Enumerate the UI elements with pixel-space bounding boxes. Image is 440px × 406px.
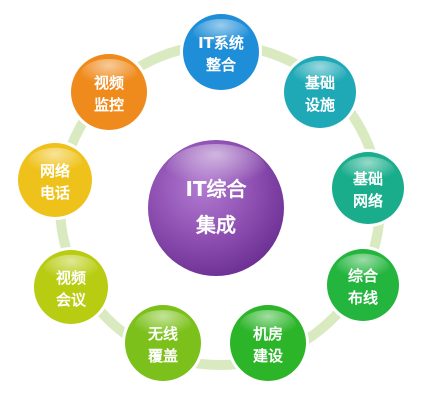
node-label-line1: 视频 (56, 269, 86, 287)
node-shine (341, 156, 395, 187)
node-shine (27, 147, 83, 179)
center-label-line1: IT综合 (185, 177, 247, 201)
node-label-line2: 设施 (305, 96, 335, 114)
node-label-line1: 基础 (304, 74, 335, 92)
node-label-line1: IT系统 (198, 34, 244, 52)
node-label-line2: 布线 (348, 289, 378, 307)
node-label-line1: 机房 (253, 325, 283, 343)
node-label-line2: 建设 (253, 347, 283, 365)
center-shine (166, 144, 266, 196)
node-label-line2: 监控 (94, 96, 124, 114)
node-label-line2: 电话 (40, 184, 70, 202)
node-shine (80, 58, 138, 91)
node-label-line1: 网络 (40, 162, 70, 180)
center-node: IT综合 集成 (148, 140, 284, 276)
node-shine (192, 18, 250, 51)
node-label-line1: 无线 (147, 325, 178, 343)
node-label-line1: 综合 (348, 267, 379, 285)
center-label-line2: 集成 (195, 213, 236, 237)
node-label-line2: 整合 (206, 56, 237, 74)
node-shine (293, 60, 347, 91)
node-label-line2: 会议 (56, 291, 87, 309)
node-label-line2: 覆盖 (148, 347, 178, 365)
node-shine (134, 309, 192, 342)
node-label-line1: 视频 (94, 74, 124, 92)
node-shine (43, 254, 99, 286)
node-label-line2: 网络 (353, 192, 383, 210)
node-label-line1: 基础 (352, 170, 383, 188)
node-shine (239, 309, 297, 342)
node-shine (336, 253, 390, 284)
